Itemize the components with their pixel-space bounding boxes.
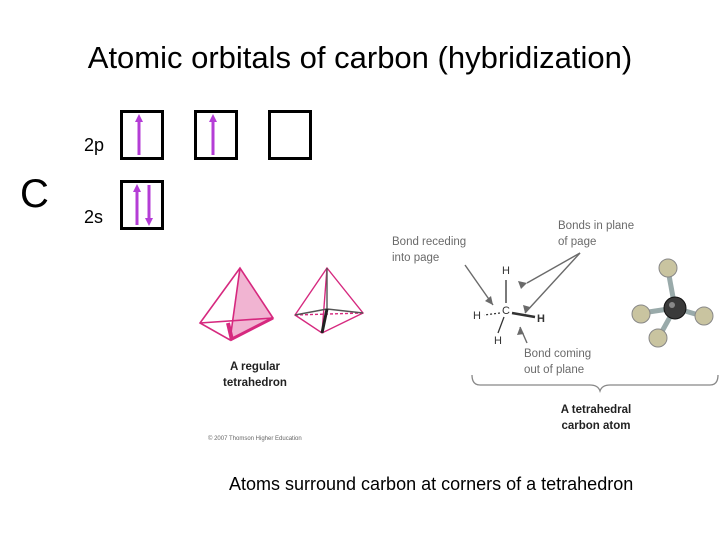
orbital-box-2p-1 [120,110,164,160]
orbital-box-2p-2 [194,110,238,160]
caption: Atoms surround carbon at corners of a te… [229,474,634,494]
tetra-caption-line1: A regular [230,361,281,373]
atom-h-bottom: H [494,335,502,347]
label-bond-receding-1: Bond receding [392,236,466,248]
label-bonds-in-plane-1: Bonds in plane [558,220,634,232]
tetrahedron-left [198,266,275,342]
electron-spin-up-arrow [133,184,141,225]
atom-h-right: H [537,313,545,325]
atom-h-top: H [502,265,510,277]
orbital-label-2s: 2s [84,207,104,227]
label-bond-receding-2: into page [392,252,439,264]
orbital-box-2s [120,180,164,230]
tetra-caption-line2: tetrahedron [223,377,287,389]
atom-c: C [502,305,510,317]
tetrahedral-caption-2: carbon atom [561,420,630,432]
tetrahedron-right [294,266,365,334]
slide-title: Atomic orbitals of carbon (hybridization… [87,40,633,75]
label-bond-coming-1: Bond coming [524,348,591,360]
electron-spin-up-arrow [135,114,143,155]
bracket [471,374,719,394]
element-symbol: C [20,172,49,216]
methane-wedge-structure [483,280,536,334]
label-bonds-in-plane-2: of page [558,236,596,248]
annotation-arrows [464,252,581,344]
ball-and-stick-model [631,258,714,348]
orbital-box-2p-3 [268,110,312,160]
electron-spin-up-arrow [209,114,217,155]
electron-spin-down-arrow [145,185,153,226]
atom-h-left: H [473,310,481,322]
orbital-label-2p: 2p [84,135,105,155]
copyright: © 2007 Thomson Higher Education [208,435,302,442]
annotation-arrowheads [485,281,530,335]
label-bond-coming-2: out of plane [524,364,584,376]
tetrahedron-figure: A regular tetrahedron © 2007 Thomson Hig… [198,220,719,442]
tetrahedral-caption-1: A tetrahedral [561,404,632,416]
